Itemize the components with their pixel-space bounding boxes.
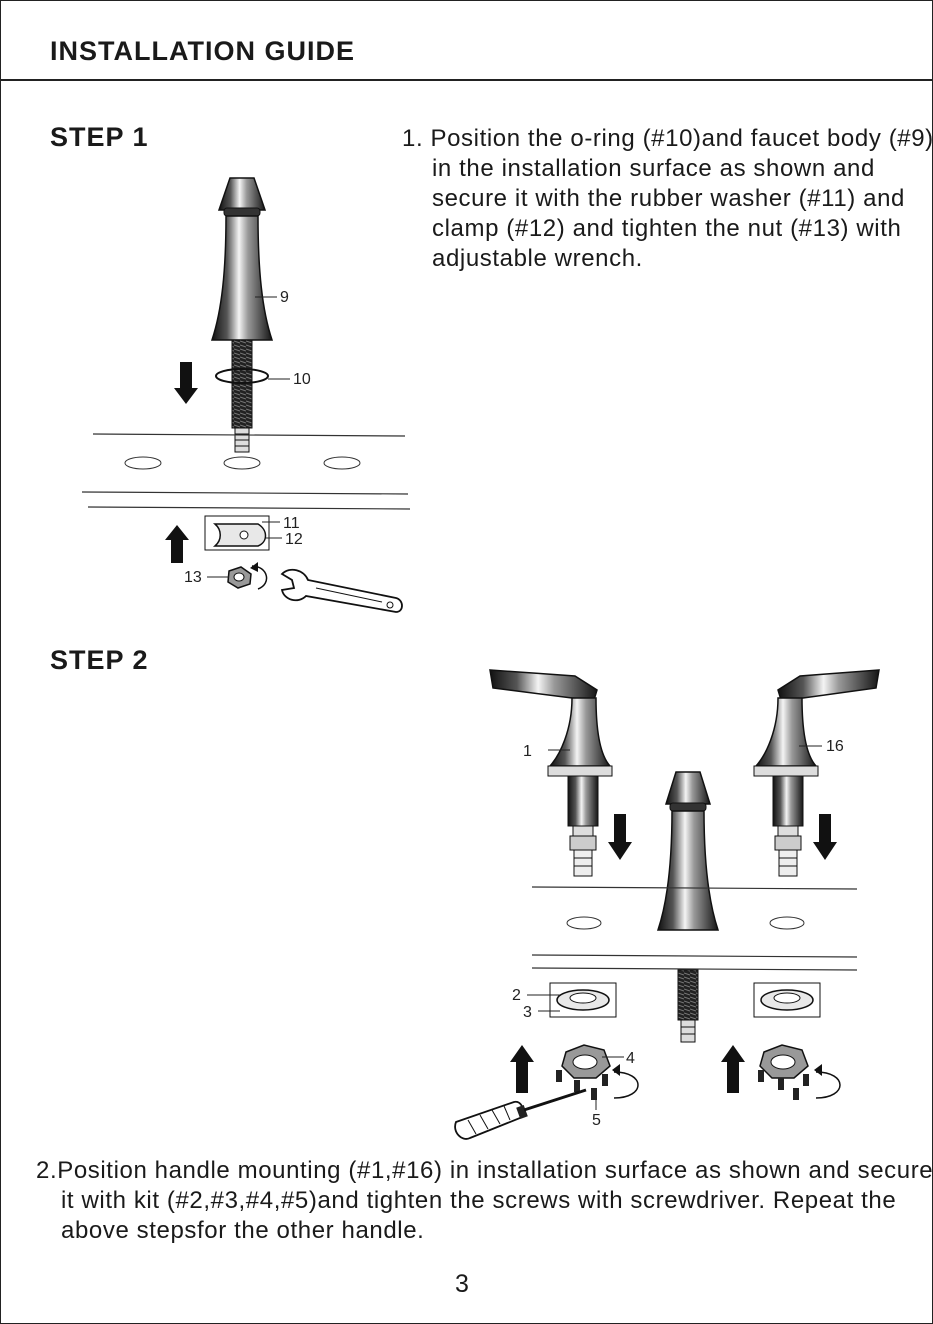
washer-plate-left: [549, 982, 617, 1018]
up-arrow-icon: [721, 1045, 745, 1093]
step-2-title: STEP 2: [50, 645, 149, 675]
nut-illustration: [227, 562, 268, 590]
down-arrow-icon: [174, 362, 198, 404]
callout-4: 4: [626, 1050, 635, 1067]
callout-10: 10: [293, 371, 311, 388]
callout-2: 2: [512, 987, 521, 1004]
callout-16: 16: [826, 738, 844, 755]
header-rule: [0, 79, 933, 81]
callout-3: 3: [523, 1004, 532, 1021]
washer-plate-right: [753, 982, 821, 1018]
step-1-diagram: 9 10 11 12 13: [81, 177, 411, 613]
guide-title: INSTALLATION GUIDE: [50, 36, 355, 66]
step-2-diagram: 1 16 2 3 4 5: [454, 669, 880, 1140]
callout-5: 5: [592, 1112, 601, 1129]
left-handle-illustration: [489, 669, 613, 877]
screwdriver-illustration: [454, 1088, 587, 1140]
callout-1: 1: [523, 743, 532, 760]
washer-clamp-illustration: [204, 515, 270, 551]
center-spout-illustration: [656, 771, 720, 1043]
down-arrow-icon: [608, 814, 632, 860]
faucet-body-illustration: [210, 177, 274, 453]
right-handle-illustration: [753, 669, 880, 877]
step-1-callouts: 9 10 11 12 13: [184, 289, 311, 586]
step-1-instructions: 1. Position the o-ring (#10)and faucet b…: [402, 125, 933, 272]
down-arrow-icon: [813, 814, 837, 860]
callout-12: 12: [285, 531, 303, 548]
step-2-instructions: 2.Position handle mounting (#1,#16) in i…: [36, 1157, 933, 1244]
callout-13: 13: [184, 569, 202, 586]
o-ring-illustration: [215, 368, 269, 384]
page-number: 3: [455, 1270, 469, 1298]
bracket-right: [758, 1044, 841, 1100]
callout-9: 9: [280, 289, 289, 306]
callout-11: 11: [283, 515, 300, 532]
up-arrow-icon: [165, 525, 189, 563]
up-arrow-icon: [510, 1045, 534, 1093]
step-2-callouts: 1 16 2 3 4 5: [512, 738, 844, 1129]
bracket-left: [556, 1044, 639, 1100]
wrench-illustration: [280, 568, 403, 613]
installation-surface: [531, 886, 858, 971]
step-1-title: STEP 1: [50, 122, 149, 152]
installation-surface: [81, 433, 411, 510]
